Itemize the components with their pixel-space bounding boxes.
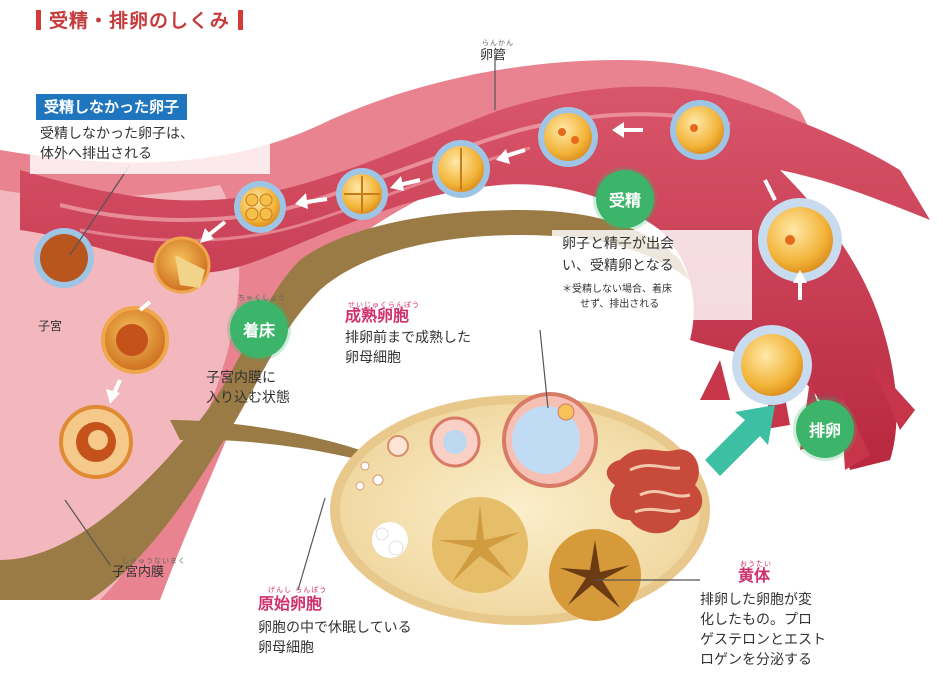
unfertilized-line-1: 受精しなかった卵子は、 — [40, 124, 194, 144]
title-bar-right — [238, 10, 243, 30]
ovary — [330, 394, 710, 625]
mature-follicle-label: 成熟卵胞 — [345, 306, 409, 326]
implantation-badge: 着床 — [230, 300, 288, 358]
mature-follicle-line-2: 卵母細胞 — [345, 348, 401, 368]
oviduct-label: 卵管 — [480, 46, 506, 66]
title-bar-left — [36, 10, 41, 30]
page-title: 受精・排卵のしくみ — [28, 6, 251, 33]
fertilization-note-2: せず、排出される — [580, 297, 659, 312]
corpus-luteum-line-1: 排卵した卵胞が変 — [700, 590, 812, 610]
mature-follicle-line-1: 排卵前まで成熟した — [345, 328, 471, 348]
title-text: 受精・排卵のしくみ — [49, 10, 230, 32]
ovulation-badge: 排卵 — [796, 400, 854, 458]
implantation-line-1: 子宮内膜に — [206, 368, 276, 388]
implantation-line-2: 入り込む状態 — [206, 388, 290, 408]
corpus-luteum-line-2: 化したもの。プロ — [700, 610, 812, 630]
implantation-ruby: ちゃくしょう — [238, 293, 286, 303]
unfertilized-line-2: 体外へ排出される — [40, 144, 152, 164]
corpus-luteum-line-4: ロゲンを分泌する — [700, 650, 812, 670]
fertilization-line-2: い、受精卵となる — [562, 256, 674, 276]
ovulation-arrow — [705, 405, 775, 476]
unfertilized-heading: 受精しなかった卵子 — [36, 94, 187, 120]
ovulation-ruby: はいらん — [808, 392, 840, 402]
primordial-follicle-line-2: 卵母細胞 — [258, 638, 314, 658]
primordial-follicle-line-1: 卵胞の中で休眠している — [258, 618, 412, 638]
fertilization-line-1: 卵子と精子が出会 — [562, 234, 674, 254]
uterus-label: 子宮 — [38, 316, 62, 336]
corpus-luteum-line-3: ゲステロンとエスト — [700, 630, 826, 650]
fertilization-note-1: ＊受精しない場合、着床 — [562, 282, 672, 297]
primordial-follicle-label: 原始卵胞 — [258, 594, 322, 614]
corpus-luteum-label: 黄体 — [738, 566, 770, 586]
endometrium-label: 子宮内膜 — [112, 563, 164, 583]
fertilization-badge: 受精 — [596, 170, 654, 228]
